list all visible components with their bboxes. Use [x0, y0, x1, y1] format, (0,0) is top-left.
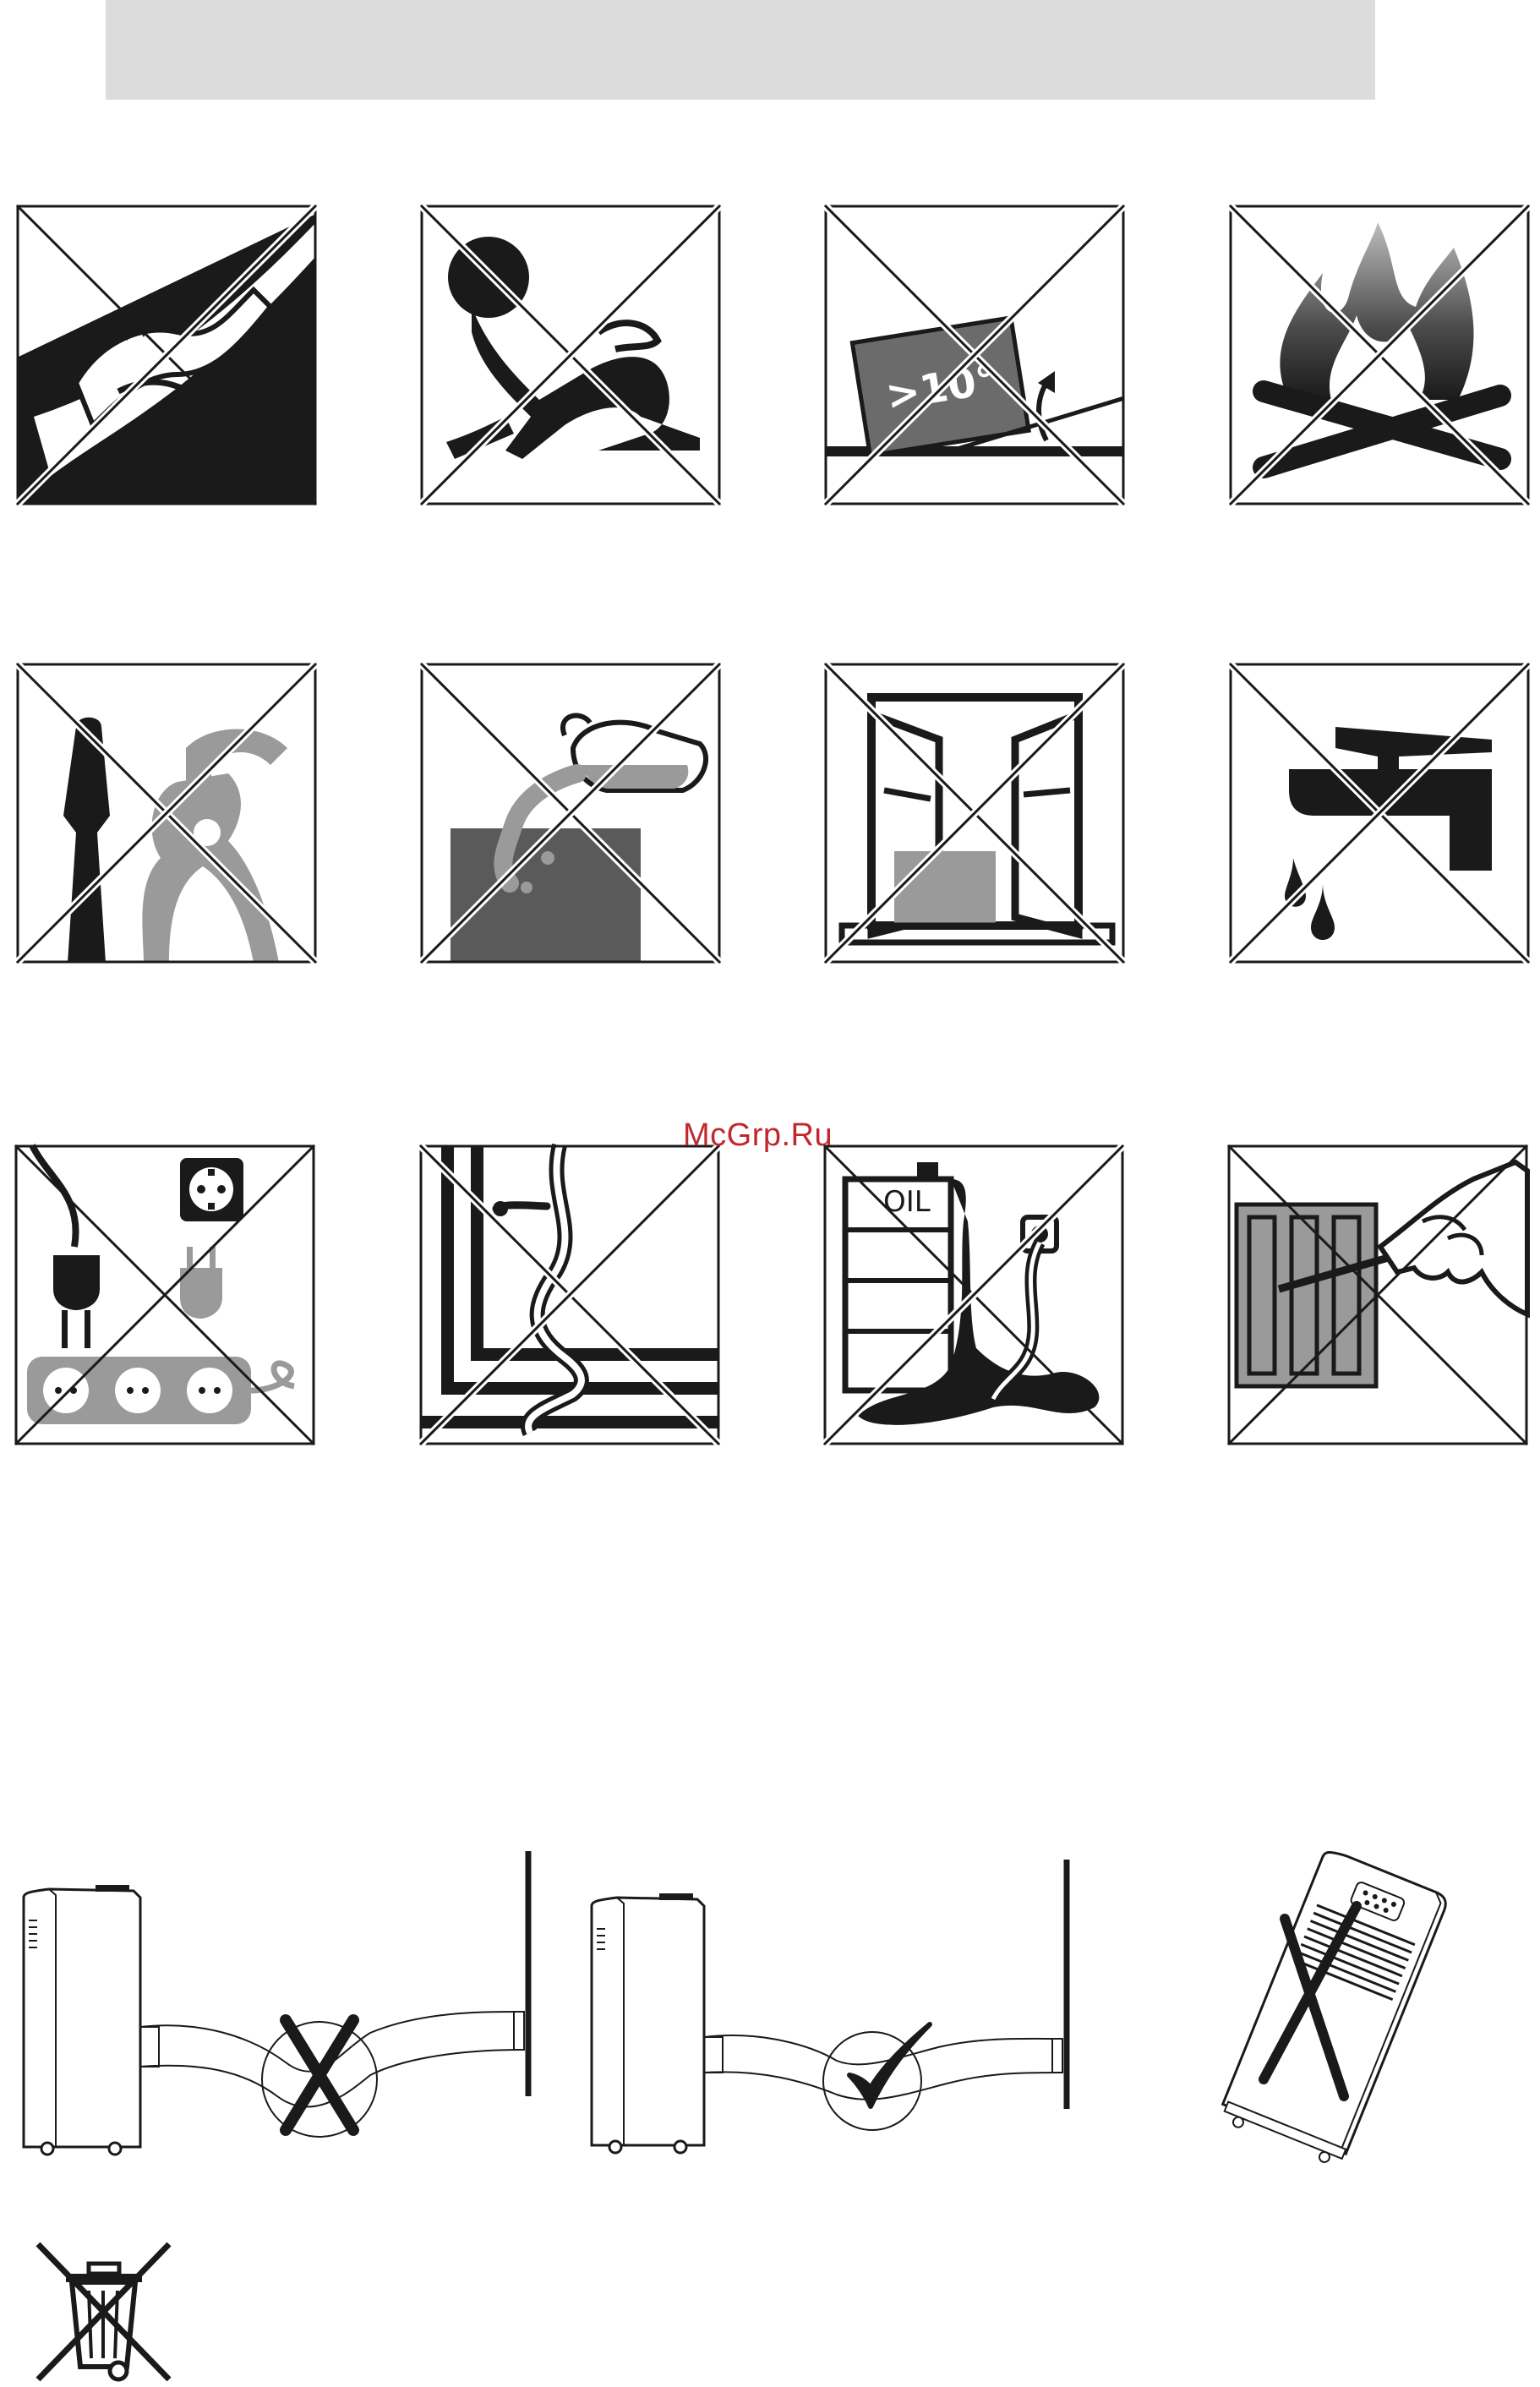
- oil-label: OIL: [883, 1185, 931, 1219]
- water-tap-icon: [1230, 664, 1529, 963]
- fire-icon: [1230, 205, 1529, 505]
- check-mark-icon: [849, 2024, 930, 2106]
- oil-barrel-icon: OIL: [824, 1145, 1123, 1445]
- pouring-liquid-icon: [421, 664, 720, 963]
- grille-insertion-icon: [1228, 1145, 1527, 1445]
- tilt-angle-icon: >10°: [825, 205, 1124, 505]
- crawling-child-icon: [421, 205, 720, 505]
- header-bar: [106, 0, 1375, 100]
- cable-through-door-icon: [420, 1145, 719, 1445]
- unit-tilted-diagram: [1188, 1843, 1458, 2164]
- hand-burn-icon: [17, 205, 316, 505]
- crossed-bin-icon: [34, 2240, 173, 2384]
- power-strip-icon: [15, 1145, 314, 1445]
- cross-mark-icon: [286, 2020, 353, 2130]
- hose-straight-diagram: [583, 1843, 1090, 2155]
- tools-icon: [17, 664, 316, 963]
- open-window-icon: [825, 664, 1124, 963]
- hose-bent-diagram: [15, 1843, 539, 2155]
- watermark: McGrp.Ru: [683, 1117, 833, 1154]
